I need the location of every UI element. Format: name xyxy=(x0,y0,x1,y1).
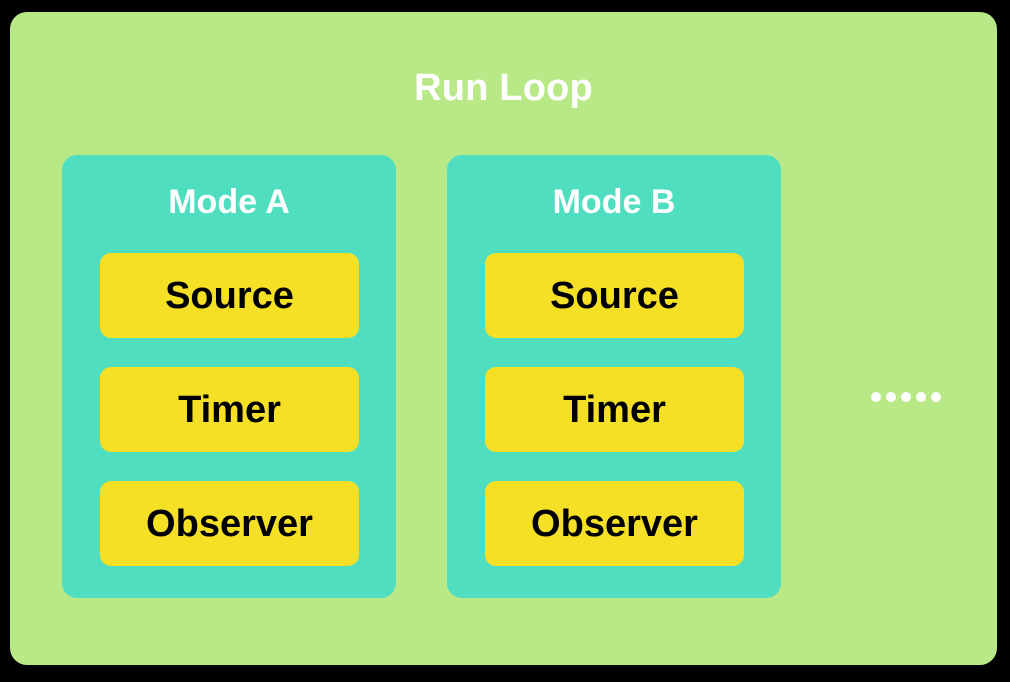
mode-container-b: Mode B Source Timer Observer xyxy=(447,155,781,598)
run-loop-panel: Run Loop Mode A Source Timer Observer Mo… xyxy=(10,12,997,665)
mode-a-item-observer: Observer xyxy=(100,481,359,566)
item-label: Observer xyxy=(146,502,313,545)
ellipsis-dot xyxy=(886,392,896,402)
mode-a-item-source: Source xyxy=(100,253,359,338)
mode-container-a: Mode A Source Timer Observer xyxy=(62,155,396,598)
ellipsis-dot xyxy=(901,392,911,402)
mode-title-a: Mode A xyxy=(168,183,290,221)
item-label: Timer xyxy=(178,388,281,431)
mode-title-b: Mode B xyxy=(552,183,676,221)
mode-a-item-timer: Timer xyxy=(100,367,359,452)
item-label: Timer xyxy=(563,388,666,431)
mode-b-item-timer: Timer xyxy=(485,367,744,452)
ellipsis-icon xyxy=(868,385,944,409)
item-label: Source xyxy=(165,274,294,317)
ellipsis-dot xyxy=(871,392,881,402)
mode-b-item-source: Source xyxy=(485,253,744,338)
mode-b-item-observer: Observer xyxy=(485,481,744,566)
item-label: Observer xyxy=(531,502,698,545)
run-loop-title: Run Loop xyxy=(414,67,593,109)
ellipsis-dot xyxy=(931,392,941,402)
item-label: Source xyxy=(550,274,679,317)
ellipsis-dot xyxy=(916,392,926,402)
